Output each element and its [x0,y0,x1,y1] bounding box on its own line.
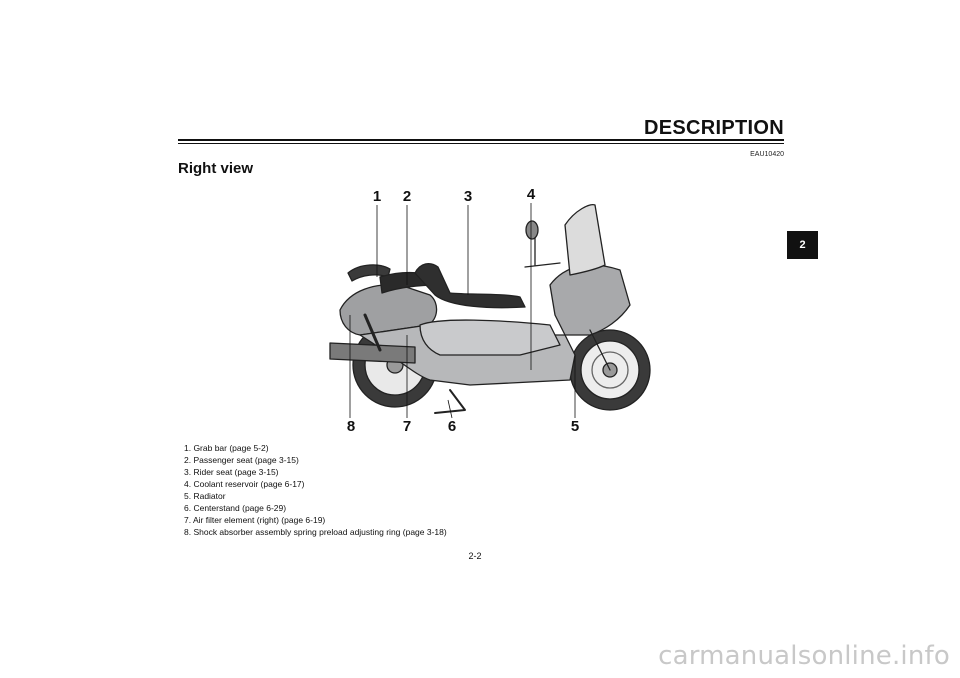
list-item: 7. Air filter element (right) (page 6-19… [184,515,326,525]
list-item: 5. Radiator [184,491,226,501]
header-rule-thick [178,139,784,141]
list-item: 6. Centerstand (page 6-29) [184,503,287,513]
list-item: 4. Coolant reservoir (page 6-17) [184,479,305,489]
callout-1: 1 [372,188,382,205]
page-subtitle: Right view [178,160,254,177]
callout-8: 8 [346,418,356,435]
list-item: 2. Passenger seat (page 3-15) [184,455,299,465]
callout-4: 4 [526,186,536,203]
page-number: 2-2 [468,551,482,561]
list-item: 1. Grab bar (page 5-2) [184,443,269,453]
reference-code: EAU10420 [750,151,784,158]
header-rule-thin [178,143,784,144]
watermark: carmanualsonline.info [658,641,950,671]
callout-7: 7 [402,418,412,435]
list-item: 8. Shock absorber assembly spring preloa… [184,527,447,537]
parts-list: 1. Grab bar (page 5-2) 2. Passenger seat… [184,442,447,538]
section-title: DESCRIPTION [644,117,784,139]
callout-6: 6 [447,418,457,435]
callout-5: 5 [570,418,580,435]
scooter-illustration [329,203,651,419]
callout-2: 2 [402,188,412,205]
scooter-figure: 1 2 3 4 5 6 7 8 [320,185,660,435]
callout-3: 3 [463,188,473,205]
chapter-tab[interactable]: 2 [787,231,818,259]
list-item: 3. Rider seat (page 3-15) [184,467,279,477]
